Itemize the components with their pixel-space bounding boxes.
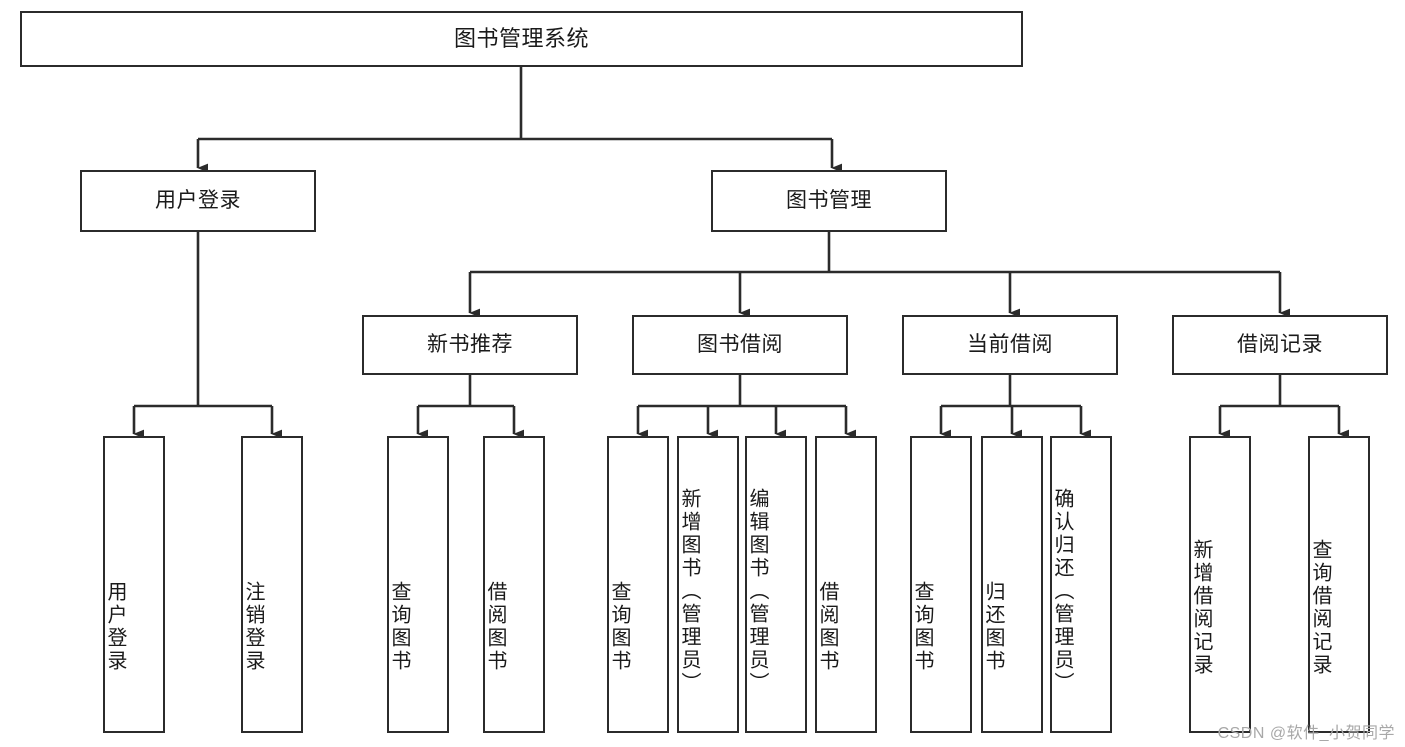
node-leaf-logout[interactable]: 注销登录 — [241, 436, 303, 733]
node-book-borrow-label: 图书借阅 — [697, 332, 783, 356]
node-leaf-add-book-label: 新增图书（管理员） — [678, 488, 700, 695]
node-borrow-record-label: 借阅记录 — [1237, 332, 1323, 356]
node-user-login[interactable]: 用户登录 — [80, 170, 316, 232]
node-root-label: 图书管理系统 — [453, 26, 589, 52]
node-book-borrow[interactable]: 图书借阅 — [632, 315, 848, 375]
node-leaf-query-book-3[interactable]: 查询图书 — [910, 436, 972, 733]
node-leaf-borrow-book-1[interactable]: 借阅图书 — [483, 436, 545, 733]
node-new-book-rec-label: 新书推荐 — [427, 332, 513, 356]
watermark-text: CSDN @软件_小贺同学 — [1217, 725, 1395, 742]
node-leaf-borrow-book-2[interactable]: 借阅图书 — [815, 436, 877, 733]
node-leaf-add-book[interactable]: 新增图书（管理员） — [677, 436, 739, 733]
node-leaf-query-book-1[interactable]: 查询图书 — [387, 436, 449, 733]
node-leaf-query-book-1-label: 查询图书 — [388, 580, 410, 673]
node-leaf-add-record[interactable]: 新增借阅记录 — [1189, 436, 1251, 733]
node-leaf-edit-book[interactable]: 编辑图书（管理员） — [745, 436, 807, 733]
node-root[interactable]: 图书管理系统 — [20, 11, 1023, 67]
node-user-login-label: 用户登录 — [155, 188, 241, 212]
node-leaf-query-book-2[interactable]: 查询图书 — [607, 436, 669, 733]
node-leaf-query-book-2-label: 查询图书 — [608, 580, 630, 673]
node-leaf-logout-label: 注销登录 — [242, 580, 264, 673]
node-book-manage-label: 图书管理 — [786, 188, 872, 212]
node-leaf-confirm-return-label: 确认归还（管理员） — [1051, 488, 1073, 695]
node-leaf-borrow-book-1-label: 借阅图书 — [484, 580, 506, 673]
node-leaf-query-record-label: 查询借阅记录 — [1309, 538, 1331, 677]
node-new-book-rec[interactable]: 新书推荐 — [362, 315, 578, 375]
node-borrow-record[interactable]: 借阅记录 — [1172, 315, 1388, 375]
node-leaf-return-book-label: 归还图书 — [982, 580, 1004, 673]
node-leaf-query-book-3-label: 查询图书 — [911, 580, 933, 673]
node-current-borrow[interactable]: 当前借阅 — [902, 315, 1118, 375]
node-current-borrow-label: 当前借阅 — [967, 332, 1053, 356]
node-leaf-return-book[interactable]: 归还图书 — [981, 436, 1043, 733]
node-leaf-borrow-book-2-label: 借阅图书 — [816, 580, 838, 673]
node-leaf-confirm-return[interactable]: 确认归还（管理员） — [1050, 436, 1112, 733]
node-leaf-user-login-label: 用户登录 — [104, 580, 126, 673]
node-leaf-user-login[interactable]: 用户登录 — [103, 436, 165, 733]
node-leaf-add-record-label: 新增借阅记录 — [1190, 538, 1212, 677]
node-leaf-query-record[interactable]: 查询借阅记录 — [1308, 436, 1370, 733]
node-book-manage[interactable]: 图书管理 — [711, 170, 947, 232]
node-leaf-edit-book-label: 编辑图书（管理员） — [746, 488, 768, 695]
